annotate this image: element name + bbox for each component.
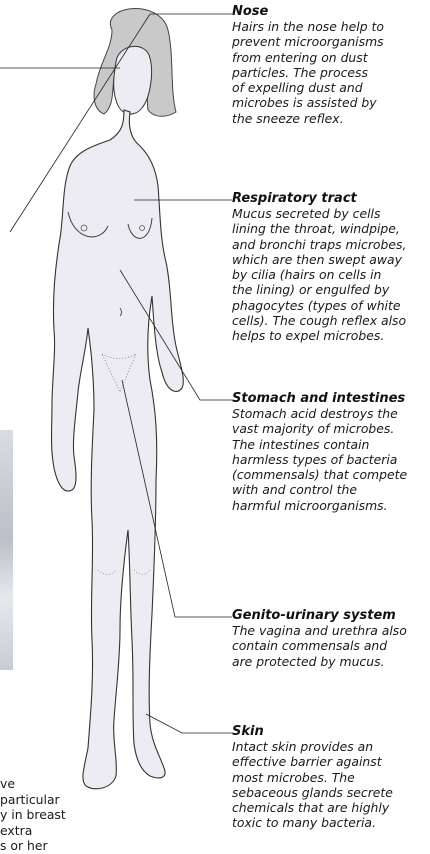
stomach-text: Stomach acid destroys the vast majority … xyxy=(232,406,428,513)
caption-line: ve xyxy=(0,776,230,792)
caption-line: particular xyxy=(0,792,230,808)
annotation-stomach-intestines: Stomach and intestines Stomach acid dest… xyxy=(232,391,428,513)
face xyxy=(114,46,152,114)
nose-text: Hairs in the nose help to prevent microo… xyxy=(232,19,428,126)
caption-line: y in breast xyxy=(0,807,230,823)
skin-pointer-line xyxy=(146,714,232,733)
genito-text: The vagina and urethra also contain comm… xyxy=(232,623,428,669)
respiratory-text: Mucus secreted by cells lining the throa… xyxy=(232,206,428,344)
annotation-genito-urinary: Genito-urinary system The vagina and ure… xyxy=(232,608,428,669)
skin-text: Intact skin provides an effective barrie… xyxy=(232,739,428,831)
annotation-skin: Skin Intact skin provides an effective b… xyxy=(232,724,428,831)
caption-line: extra xyxy=(0,823,230,839)
genito-heading: Genito-urinary system xyxy=(232,608,428,623)
stomach-heading: Stomach and intestines xyxy=(232,391,428,406)
respiratory-heading: Respiratory tract xyxy=(232,191,428,206)
annotation-nose: Nose Hairs in the nose help to prevent m… xyxy=(232,4,428,126)
left-caption-fragment: ve particular y in breast extra s or her xyxy=(0,776,230,854)
nose-heading: Nose xyxy=(232,4,428,19)
caption-line: s or her xyxy=(0,838,230,854)
body-outline xyxy=(52,110,184,789)
skin-heading: Skin xyxy=(232,724,428,739)
annotation-respiratory-tract: Respiratory tract Mucus secreted by cell… xyxy=(232,191,428,344)
